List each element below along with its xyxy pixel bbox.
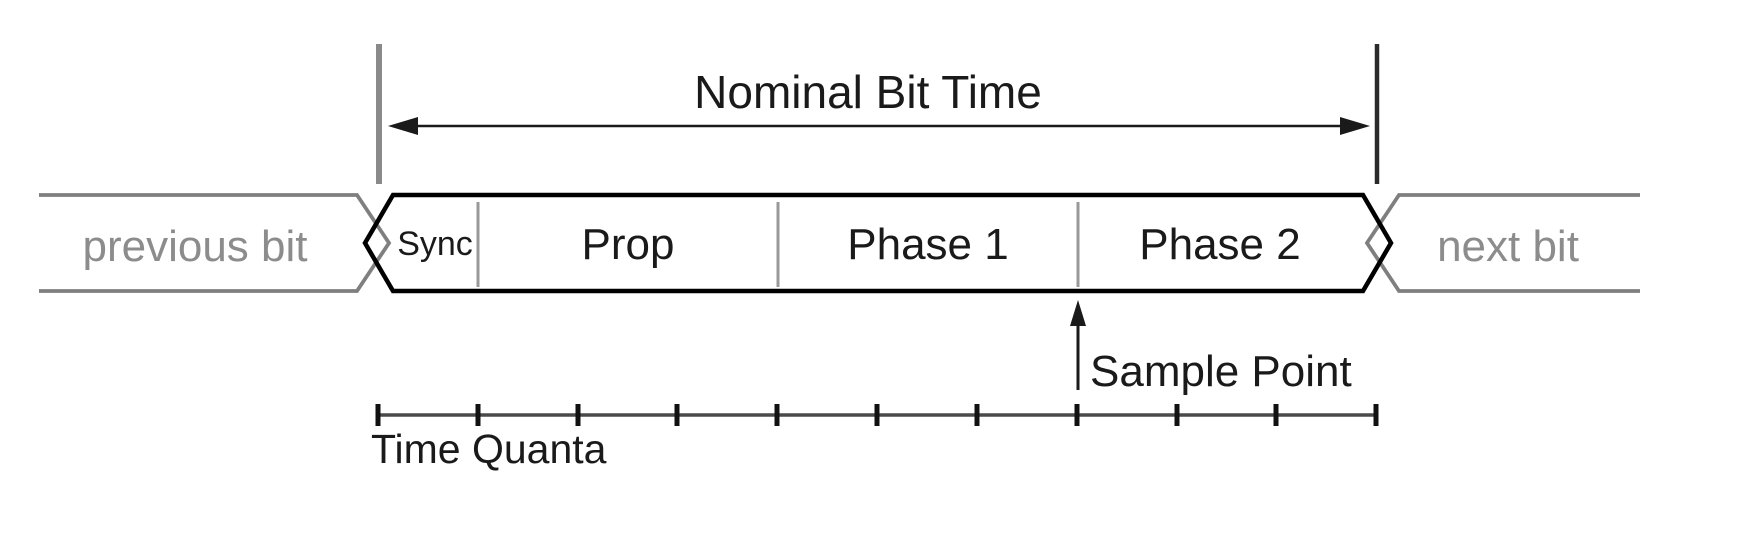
previous-bit-label: previous bit [82, 222, 307, 271]
next-bit-shape [1364, 193, 1640, 293]
nominal-bit-time-label: Nominal Bit Time [694, 66, 1042, 118]
time-quanta-label: Time Quanta [371, 426, 607, 472]
sample-point-arrowhead-icon [1070, 300, 1086, 326]
left-arrowhead-icon [388, 117, 418, 135]
nominal-bit-box [362, 192, 1394, 294]
next-bit-label: next bit [1437, 222, 1579, 271]
segment-label-sync: Sync [397, 225, 473, 263]
previous-bit-shape [39, 193, 392, 293]
right-arrowhead-icon [1340, 117, 1370, 135]
segment-label-prop: Prop [582, 220, 675, 269]
sample-point-label: Sample Point [1090, 347, 1352, 396]
time-quanta-ticks [375, 404, 1379, 426]
segment-label-phase2: Phase 2 [1139, 220, 1300, 269]
segment-label-phase1: Phase 1 [847, 220, 1008, 269]
